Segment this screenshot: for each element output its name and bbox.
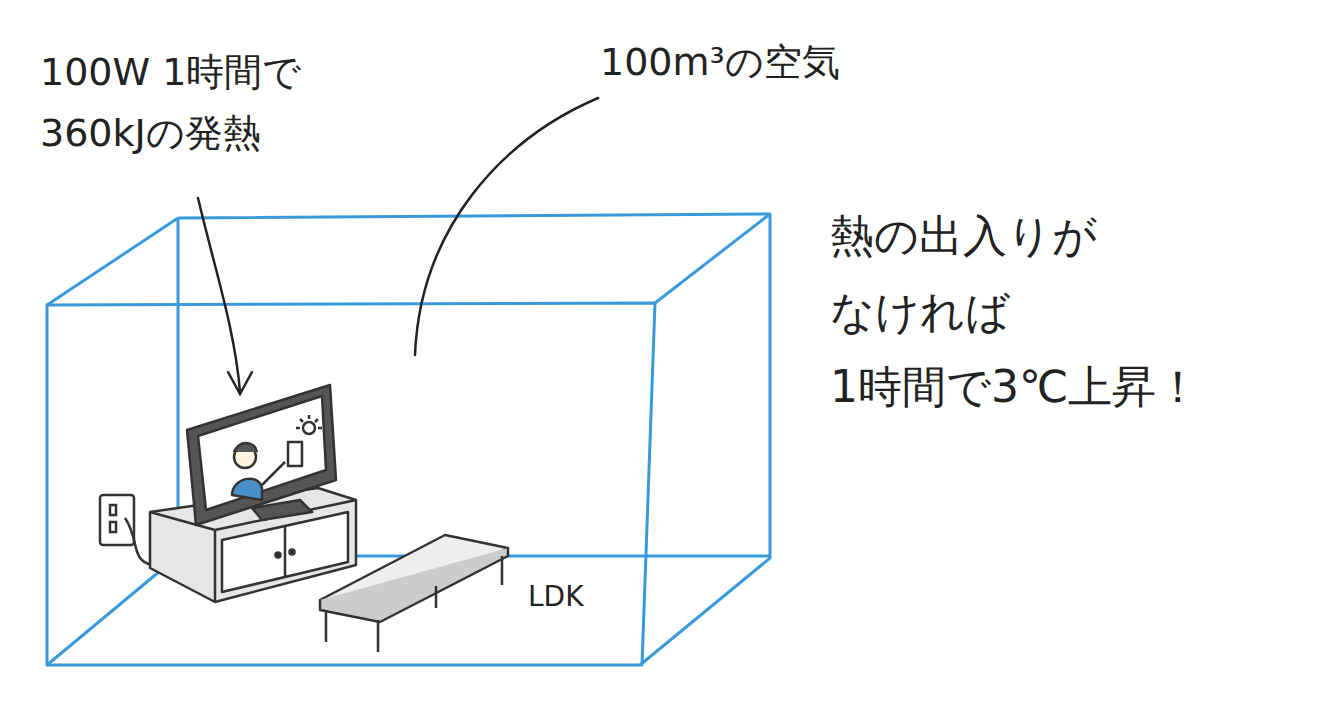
room-front-face — [47, 303, 655, 665]
low-table — [320, 535, 508, 652]
room-edges — [47, 214, 770, 665]
arrow-head — [228, 372, 252, 394]
leader-line — [198, 198, 240, 392]
temperature-note: 熱の出入りが なければ 1時間で3℃上昇！ — [830, 198, 1260, 425]
leader-line — [415, 98, 598, 355]
heat-note: 100W 1時間で 360kJの発熱 — [40, 42, 340, 164]
room-name: LDK — [528, 580, 628, 614]
television — [187, 385, 336, 525]
wall-outlet — [100, 495, 152, 565]
air-volume-note: 100m³の空気 — [600, 38, 930, 87]
room-outline — [47, 214, 770, 665]
